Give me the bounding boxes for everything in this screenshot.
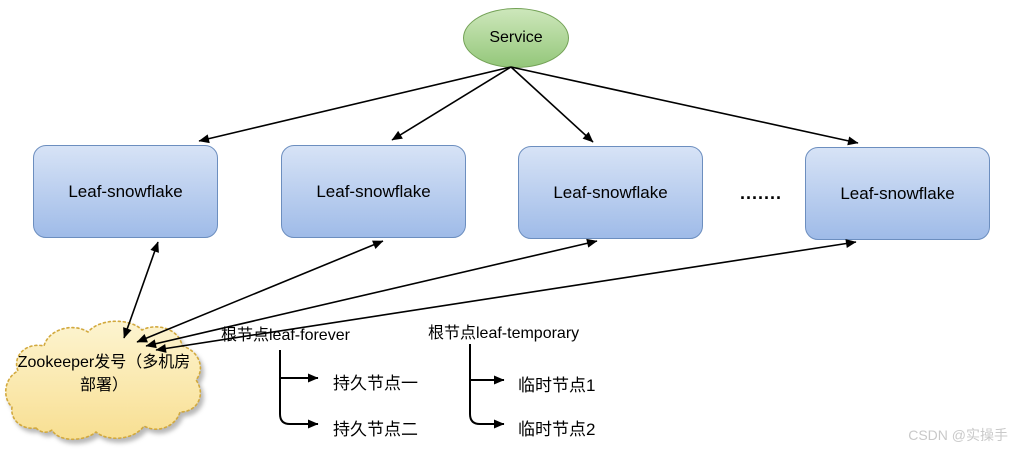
tree-temporary-root-label: 根节点leaf-temporary: [428, 325, 580, 342]
zookeeper-cloud-label: Zookeeper发号（多机房部署）: [17, 354, 191, 395]
tree-temporary-connectors: [469, 344, 505, 429]
service-to-leaf-arrows: [198, 66, 859, 146]
tree-forever-branch-1: [279, 350, 319, 383]
arrow-service-to-leaf3: [510, 66, 594, 143]
arrow-service-to-leaf1: [198, 66, 512, 144]
tree-temporary-branch-2: [469, 380, 505, 429]
arrow-leaf1-zookeeper: [123, 241, 159, 339]
arrow-service-to-leaf4: [510, 66, 859, 146]
tree-forever-branch-2: [279, 378, 319, 429]
leaf-snowflake-label: Leaf-snowflake: [840, 183, 955, 203]
leaf-snowflake-label: Leaf-snowflake: [316, 181, 431, 201]
leaf-snowflake-label: Leaf-snowflake: [553, 182, 668, 202]
tree-temporary-child-1-label: 临时节点1: [518, 376, 596, 395]
tree-forever-connectors: [279, 350, 319, 429]
tree-temporary-branch-1: [469, 344, 505, 385]
tree-forever-root-label: 根节点leaf-forever: [221, 327, 350, 344]
service-label: Service: [489, 29, 543, 46]
leaf-snowflake-node-1: Leaf-snowflake: [33, 145, 218, 238]
leaf-snowflake-node-3: Leaf-snowflake: [518, 146, 703, 239]
leaf-snowflake-node-2: Leaf-snowflake: [281, 145, 466, 238]
leaf-snowflake-label: Leaf-snowflake: [68, 181, 183, 201]
tree-forever-child-1-label: 持久节点一: [333, 374, 418, 393]
ellipsis-dots: .......: [740, 183, 783, 203]
service-node: Service: [463, 8, 569, 68]
arrow-service-to-leaf2: [391, 66, 512, 141]
leaf-snowflake-node-4: Leaf-snowflake: [805, 147, 990, 240]
tree-forever-child-2-label: 持久节点二: [333, 420, 418, 439]
tree-temporary-child-2-label: 临时节点2: [518, 420, 596, 439]
csdn-watermark: CSDN @实操手: [908, 427, 1008, 443]
